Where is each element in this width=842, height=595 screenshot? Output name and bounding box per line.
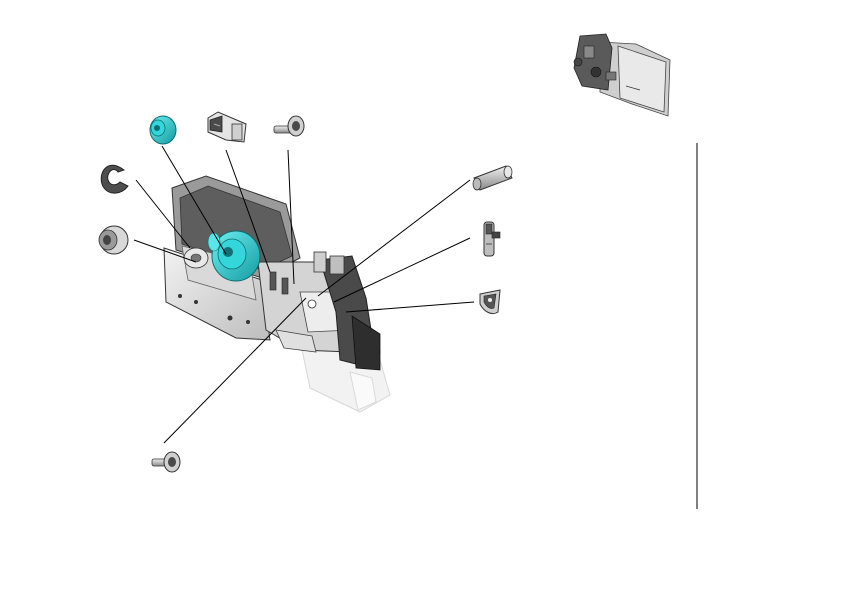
- screw-icon[interactable]: [151, 451, 181, 473]
- leader-line-cam: [345, 301, 475, 313]
- leader-line-bracket-clip: [225, 149, 271, 273]
- pin-icon[interactable]: [472, 165, 513, 191]
- leader-line-pin: [317, 179, 471, 297]
- cam-icon[interactable]: [479, 289, 501, 315]
- gear-icon[interactable]: [149, 115, 177, 145]
- housing-assembly: [163, 175, 391, 413]
- lever-icon[interactable]: [483, 221, 501, 257]
- leader-line-screw-bottom: [163, 297, 307, 444]
- leader-line-gear: [161, 145, 227, 255]
- screw-icon[interactable]: [273, 115, 305, 137]
- leader-line-lever: [333, 237, 471, 303]
- leader-line-retaining-ring: [135, 179, 191, 249]
- leader-line-screw-top: [287, 149, 295, 285]
- assembly-thumbnail: [573, 33, 671, 117]
- installed-gear: [207, 230, 261, 282]
- leader-lines: [133, 145, 475, 444]
- retaining-ring-icon[interactable]: [100, 164, 129, 194]
- bearing-icon[interactable]: [98, 225, 129, 255]
- leader-line-bearing: [133, 239, 197, 263]
- bracket-clip-icon[interactable]: [207, 111, 247, 143]
